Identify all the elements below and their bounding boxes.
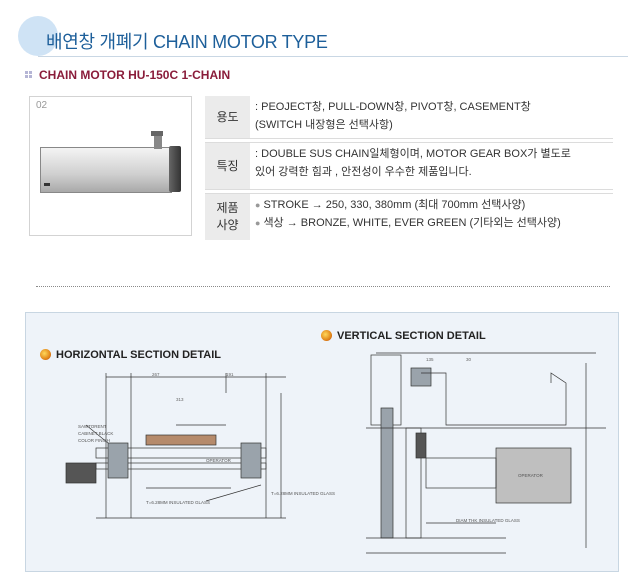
glass-note-right: T=6.28MM INSULATED GLASS (271, 491, 336, 496)
feature-label: 특징 (205, 143, 250, 189)
header-bubble-icon (18, 16, 58, 56)
product-spec-value: ●STROKE → 250, 330, 380mm (최대 700mm 선택사양… (253, 194, 613, 234)
usage-line-1: PEOJECT창, PULL-DOWN창, PIVOT창, CASEMENT창 (261, 101, 531, 113)
feature-value: : DOUBLE SUS CHAIN일체형이며, MOTOR GEAR BOX가… (255, 148, 571, 178)
dot-bullet-icon: ● (255, 200, 261, 210)
cabinet-note: SAWTORENT CABINET BLACK COLOR FINISH (78, 424, 114, 443)
glass-note-left: T=6.28MM INSULATED GLASS (146, 500, 211, 505)
product-photo: 02 (29, 96, 192, 236)
spec-row-feature: 특징 : DOUBLE SUS CHAIN일체형이며, MOTOR GEAR B… (205, 143, 613, 190)
usage-label: 용도 (205, 96, 250, 138)
vertical-section-title: VERTICAL SECTION DETAIL (337, 330, 486, 342)
product-title: CHAIN MOTOR HU-150C 1-CHAIN (39, 68, 231, 82)
orange-circle-icon (40, 349, 51, 360)
page-header: 배연창 개폐기 CHAIN MOTOR TYPE (18, 10, 630, 60)
product-spec-label-top: 제품 (216, 201, 239, 215)
product-spec-label-bottom: 사양 (216, 218, 239, 232)
product-number: 02 (36, 100, 48, 111)
spec-row-usage: 용도 : PEOJECT창, PULL-DOWN창, PIVOT창, CASEM… (205, 96, 613, 139)
dim-label-313: 313 (176, 397, 184, 402)
spec-stroke: STROKE → 250, 330, 380mm (최대 700mm 선택사양) (263, 199, 526, 211)
usage-value: : PEOJECT창, PULL-DOWN창, PIVOT창, CASEMENT… (255, 101, 531, 131)
dotted-divider (36, 286, 610, 287)
operator-note-horizontal: OPERATOR (206, 458, 231, 463)
orange-circle-icon (321, 330, 332, 341)
operator-note-vertical: OPERATOR (518, 473, 543, 478)
motor-chain-arm-image (154, 133, 162, 149)
spec-table: 용도 : PEOJECT창, PULL-DOWN창, PIVOT창, CASEM… (205, 96, 613, 240)
spec-gap (205, 190, 613, 194)
usage-line-2: (SWITCH 내장형은 선택사항) (255, 119, 393, 131)
motor-endcap-image (169, 146, 181, 192)
horizontal-section-title: HORIZONTAL SECTION DETAIL (56, 349, 221, 361)
dim-label-267: 267 (152, 372, 160, 377)
dim-label-135: 135 (426, 357, 434, 362)
dot-bullet-icon: ● (255, 218, 261, 228)
square-bullet-icon (25, 71, 32, 78)
section-detail-drawing: HORIZONTAL SECTION DETAIL VERTICAL SECTI… (25, 312, 619, 572)
dim-label-30: 30 (466, 357, 472, 362)
motor-body-image (40, 147, 172, 193)
spec-color: 색상 → BRONZE, WHITE, EVER GREEN (기타외는 선택사… (263, 217, 561, 229)
feature-line-2: 있어 강력한 힘과 , 안전성이 우수한 제품입니다. (255, 166, 472, 178)
glass-note-vertical: DIAM THK INSULATED GLASS (456, 518, 520, 523)
page-title: 배연창 개폐기 CHAIN MOTOR TYPE (46, 32, 328, 52)
dim-label-191: 191 (226, 372, 234, 377)
spec-gap (205, 139, 613, 143)
motor-label-image (44, 183, 50, 186)
feature-line-1: DOUBLE SUS CHAIN일체형이며, MOTOR GEAR BOX가 별… (261, 148, 571, 160)
header-divider (38, 56, 628, 57)
section-detail-svg: 267 191 313 135 30 (65, 352, 606, 554)
motor-chain-head-image (151, 131, 163, 136)
